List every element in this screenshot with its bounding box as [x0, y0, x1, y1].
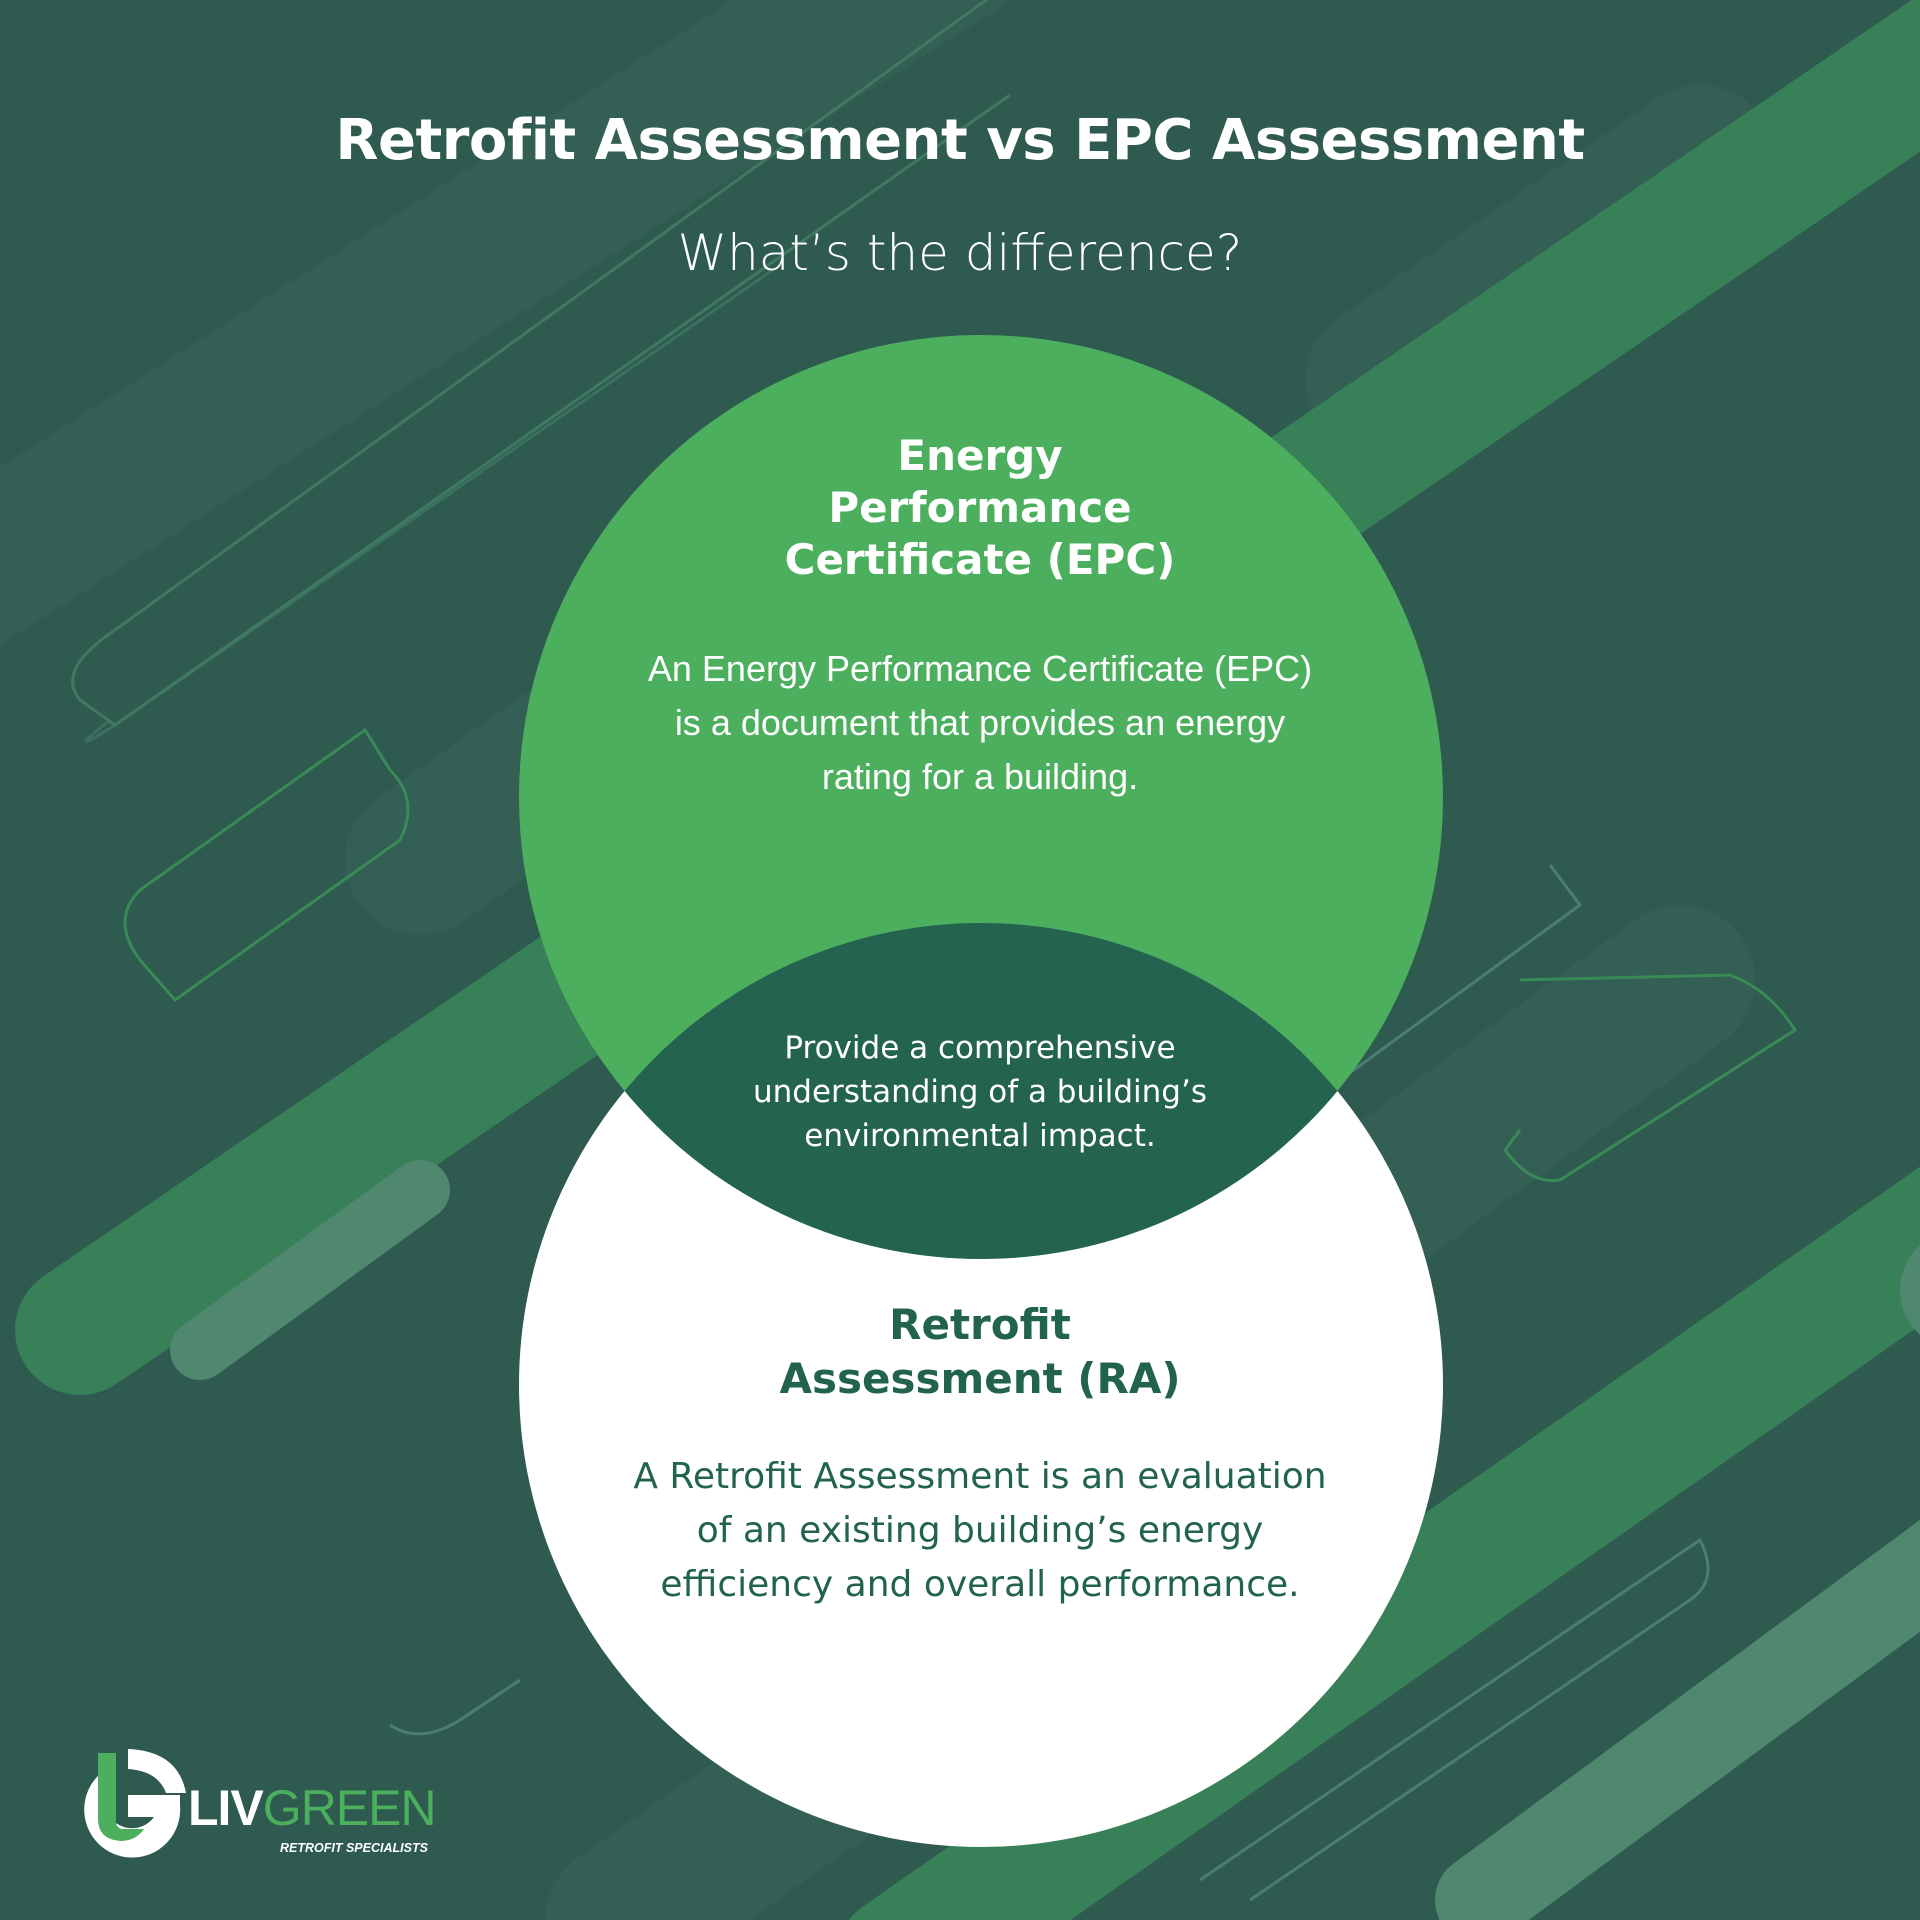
epc-description: An Energy Performance Certificate (EPC) … [647, 648, 1313, 797]
epc-title: Energy Performance Certificate (EPC) [720, 430, 1240, 586]
logo-liv: LIV [188, 1780, 264, 1836]
epc-title-line: Energy [897, 431, 1063, 480]
overlap-description: Provide a comprehensive understanding of… [753, 1030, 1207, 1154]
logo-wordmark: LIVGREEN [188, 1778, 437, 1838]
livgreen-logo: LIVGREEN RETROFIT SPECIALISTS [70, 1745, 437, 1865]
ra-title-line: Assessment (RA) [779, 1354, 1181, 1403]
page-subtitle: What’s the difference? [677, 224, 1243, 282]
overlap-region [519, 923, 1443, 1259]
page-title: Retrofit Assessment vs EPC Assessment [335, 108, 1585, 173]
logo-tagline: RETROFIT SPECIALISTS [280, 1841, 428, 1855]
logo-green: GREEN [262, 1780, 437, 1836]
ra-description: A Retrofit Assessment is an evaluation o… [633, 1456, 1327, 1605]
logo-mark-icon [84, 1749, 186, 1858]
epc-title-line: Performance [828, 483, 1132, 532]
ra-title: Retrofit Assessment (RA) [720, 1298, 1240, 1406]
epc-title-line: Certificate (EPC) [784, 535, 1176, 584]
ra-title-line: Retrofit [889, 1300, 1071, 1349]
